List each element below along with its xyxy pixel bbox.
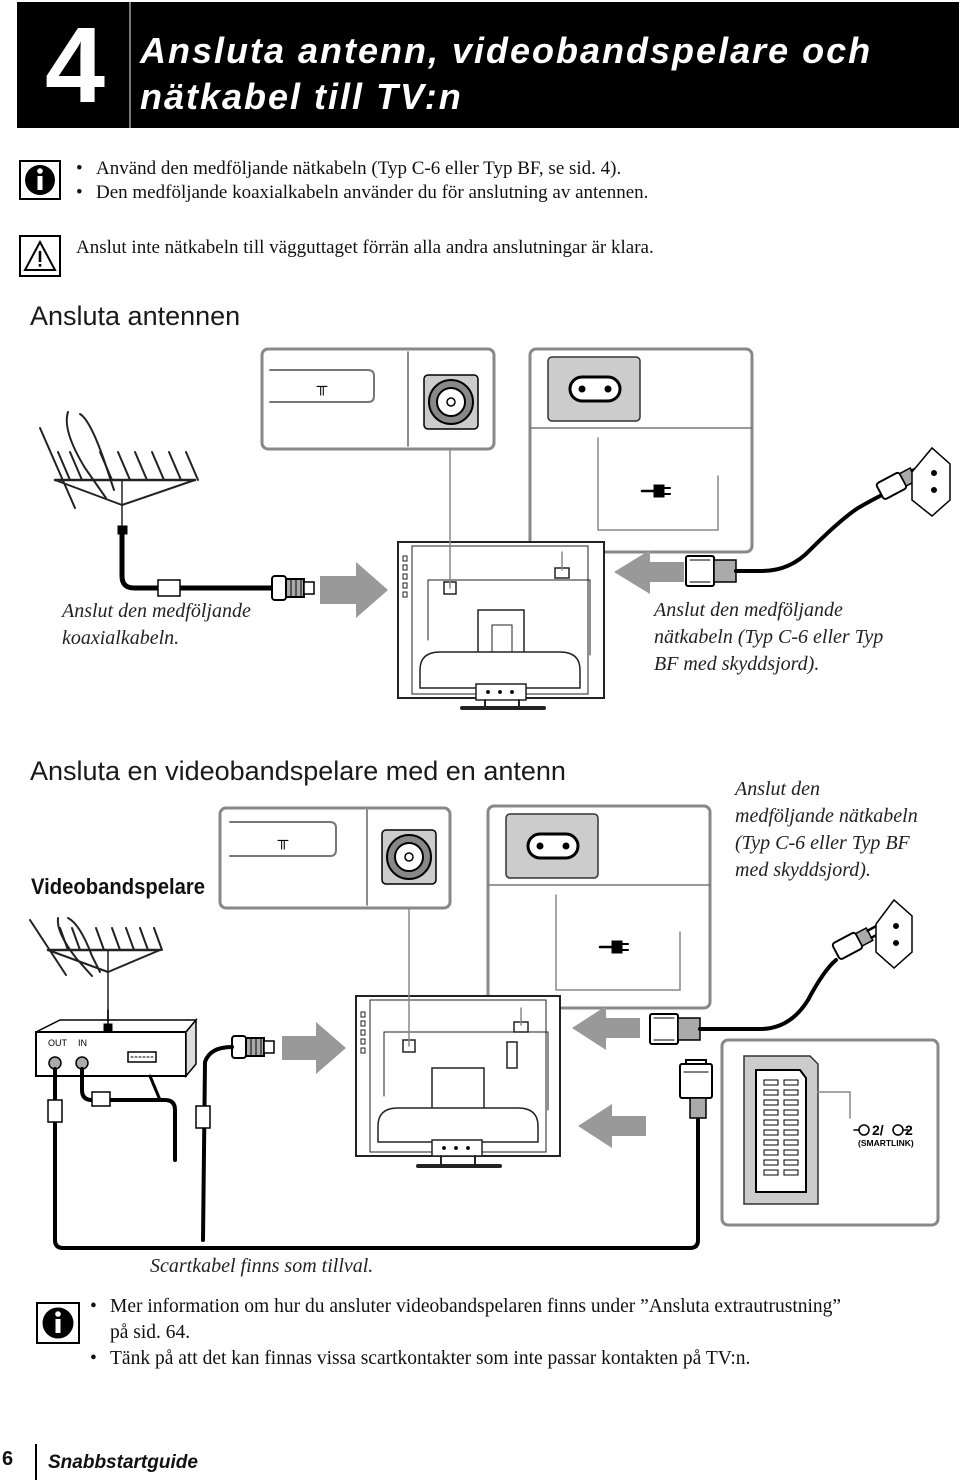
vcr-label: Videobandspelare — [31, 874, 205, 899]
coaxial-cable — [195, 1035, 275, 1242]
caption-line: med skyddsjord). — [735, 859, 871, 881]
tv-rear-view — [397, 448, 605, 710]
coaxial-cable — [117, 525, 315, 601]
wall-socket-icon — [875, 898, 913, 970]
scart-label-2: 2 — [905, 1122, 913, 1138]
wall-socket-icon — [911, 446, 951, 517]
chapter-title: Ansluta antenn, videobandspelare och nät… — [140, 28, 872, 120]
arrow-left-icon — [614, 550, 684, 594]
vcr-device: OUT IN — [35, 1017, 198, 1079]
caption-line: koaxialkabeln. — [62, 627, 180, 649]
warning-text: Anslut inte nätkabeln till vägguttaget f… — [76, 237, 654, 258]
caption-line: (Typ C-6 eller Typ BF — [735, 832, 910, 854]
chapter-divider — [129, 2, 131, 128]
arrow-left-icon — [578, 1104, 646, 1148]
list-item: •Använd den medföljande nätkabeln (Typ C… — [76, 158, 622, 179]
tv-rear-view — [355, 907, 561, 1168]
bottom-note-2: Tänk på att det kan finnas vissa scartko… — [110, 1348, 751, 1369]
antenna-icon — [29, 917, 163, 1029]
caption-line: Anslut den medföljande — [654, 599, 843, 621]
bottom-note-1-line1: Mer information om hur du ansluter video… — [110, 1296, 842, 1317]
caption-line: medföljande nätkabeln — [735, 805, 918, 827]
vcr-in-label: IN — [78, 1038, 87, 1048]
info-icon — [19, 160, 61, 200]
antenna-input-panel: ╥ — [260, 347, 496, 451]
scart-plug — [679, 1059, 713, 1119]
warning-icon — [19, 235, 61, 277]
caption-coaxial: Anslut den medföljande koaxialkabeln. — [62, 598, 251, 652]
list-item: •Den medföljande koaxialkabeln använder … — [76, 182, 649, 203]
caption-line: nätkabeln (Typ C-6 eller Typ — [654, 626, 884, 648]
chapter-number: 4 — [44, 4, 105, 125]
list-item: • Tänk på att det kan finnas vissa scart… — [90, 1346, 950, 1372]
scart-input-icon — [853, 1124, 870, 1136]
page-number: 6 — [2, 1448, 14, 1470]
chapter-title-line1: Ansluta antenn, videobandspelare och — [140, 30, 873, 71]
section-heading-antenna: Ansluta antennen — [30, 301, 241, 331]
caption-line: BF med skyddsjord). — [654, 653, 820, 675]
scart-label: 2/ — [872, 1122, 884, 1138]
power-cable — [649, 898, 913, 1045]
bottom-notes: • Mer information om hur du ansluter vid… — [90, 1294, 950, 1372]
svg-text:╥: ╥ — [316, 378, 328, 396]
arrow-left-icon — [572, 1006, 640, 1050]
scart-output-icon — [892, 1124, 909, 1136]
info-icon — [36, 1302, 80, 1344]
vcr-cables — [47, 1009, 700, 1250]
info-note-2: Den medföljande koaxialkabeln använder d… — [96, 182, 649, 203]
svg-text:╥: ╥ — [277, 832, 289, 850]
vcr-connection-diagram: ╥ — [29, 804, 940, 1250]
caption-line: Anslut den medföljande — [62, 600, 251, 622]
vcr-out-label: OUT — [48, 1038, 68, 1048]
section-heading-vcr: Ansluta en videobandspelare med en anten… — [30, 756, 566, 786]
info-notes: •Använd den medföljande nätkabeln (Typ C… — [76, 157, 936, 205]
info-note-1: Använd den medföljande nätkabeln (Typ C-… — [96, 158, 622, 179]
chapter-header: 4 Ansluta antenn, videobandspelare och n… — [17, 2, 959, 128]
scart-caption: Scartkabel finns som tillval. — [150, 1255, 374, 1277]
scart-panel: 2/ 2 (SMARTLINK) — [720, 1038, 940, 1227]
power-cable — [685, 446, 951, 587]
guide-name: Snabbstartguide — [48, 1452, 198, 1473]
antenna-icon — [39, 411, 199, 531]
chapter-title-line2: nätkabel till TV:n — [140, 76, 463, 117]
antenna-connection-diagram: ╥ — [39, 347, 951, 710]
antenna-input-panel: ╥ — [218, 806, 452, 910]
caption-power-cable: Anslut den medföljande nätkabeln (Typ C-… — [654, 597, 883, 678]
arrow-right-icon — [320, 562, 388, 618]
bottom-note-1-line2: på sid. 64. — [110, 1322, 191, 1343]
caption-line: Anslut den — [735, 778, 820, 800]
power-input-panel — [486, 804, 712, 1010]
list-item: • Mer information om hur du ansluter vid… — [90, 1294, 950, 1346]
footer-divider — [35, 1444, 37, 1480]
power-input-panel — [528, 347, 754, 554]
arrow-right-icon — [282, 1022, 346, 1074]
smartlink-label: (SMARTLINK) — [858, 1138, 914, 1148]
caption-vcr-power-cable: Anslut den medföljande nätkabeln (Typ C-… — [735, 776, 918, 884]
